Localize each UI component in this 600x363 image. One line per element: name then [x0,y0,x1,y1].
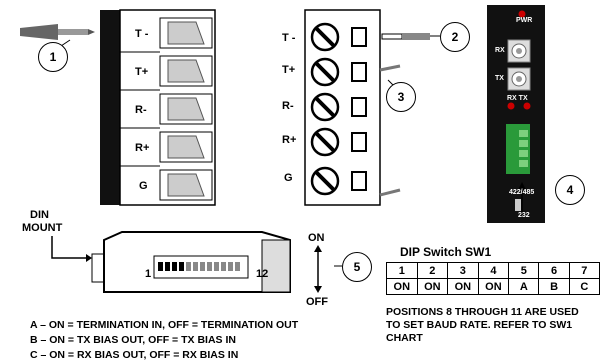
dip-value-row: ON ON ON ON A B C [386,278,600,295]
dip-header-cell: 1 [386,262,418,279]
dip-switch-table: 1 2 3 4 5 6 7 ON ON ON ON A B C [386,262,600,295]
legend-a: A – ON = TERMINATION IN, OFF = TERMINATI… [30,319,299,331]
terminal-block-front-view [304,9,381,206]
dip-position-end: 12 [256,268,269,280]
baud-note-line-1: POSITIONS 8 THROUGH 11 ARE USED [386,306,579,318]
dip-switch-bank [158,262,240,271]
device-faceplate [487,5,545,223]
callout-2: 2 [440,22,470,52]
dip-table-title: DIP Switch SW1 [400,245,492,259]
on-label: ON [308,232,325,244]
callout-5: 5 [342,252,372,282]
mount-label: MOUNT [22,222,63,234]
dip-value-cell: ON [447,278,479,295]
dip-position-start: 1 [145,268,152,280]
pwr-label: PWR [516,17,533,24]
din-label: DIN [30,209,49,221]
callout-1: 1 [38,42,68,72]
rx-port-label: RX [495,47,505,54]
dip-value-cell: ON [416,278,449,295]
terminal-block-side-view [100,9,216,206]
legend-b: B – ON = TX BIAS OUT, OFF = TX BIAS IN [30,334,236,346]
front-label-g: G [284,172,293,184]
dip-value-cell: ON [386,278,418,295]
legend-c: C – ON = RX BIAS OUT, OFF = RX BIAS IN [30,349,239,361]
lead-wire-b [379,188,401,197]
baud-note-line-2: TO SET BAUD RATE. REFER TO SW1 [386,319,573,331]
dip-header-cell: 5 [508,262,540,279]
terminal-label-t-plus: T+ [135,66,149,78]
dip-header-row: 1 2 3 4 5 6 7 [386,262,600,279]
switch-label-422-485: 422/485 [509,189,535,196]
dip-header-cell: 6 [538,262,570,279]
terminal-label-r-plus: R+ [135,142,150,154]
dip-header-cell: 2 [416,262,449,279]
dip-header-cell: 4 [477,262,510,279]
terminal-label-r-minus: R- [135,104,147,116]
dip-value-cell: ON [477,278,510,295]
lead-wire-a [379,64,401,72]
dip-header-cell: 3 [447,262,479,279]
dip-header-cell: 7 [568,262,600,279]
front-label-r-plus: R+ [282,134,297,146]
screwdriver-icon [20,24,95,40]
wire-icon [381,33,430,40]
front-label-t-minus: T - [282,32,296,44]
baud-note: POSITIONS 8 THROUGH 11 ARE USED TO SET B… [386,306,579,345]
off-label: OFF [306,296,328,308]
din-mount-arrow [51,236,86,259]
dip-value-cell: A [508,278,540,295]
baud-note-line-3: CHART [386,332,423,344]
tx-port-label: TX [495,75,504,82]
callout-3: 3 [386,82,416,112]
dip-value-cell: C [568,278,600,295]
terminal-label-g: G [139,180,148,192]
switch-label-232: 232 [518,212,530,219]
front-label-t-plus: T+ [282,64,296,76]
rx-tx-led-label: RX TX [507,95,528,102]
callout-4: 4 [555,175,585,205]
switch-legend: A – ON = TERMINATION IN, OFF = TERMINATI… [30,318,298,363]
front-label-r-minus: R- [282,100,294,112]
terminal-label-t-minus: T - [135,28,149,40]
dip-value-cell: B [538,278,570,295]
